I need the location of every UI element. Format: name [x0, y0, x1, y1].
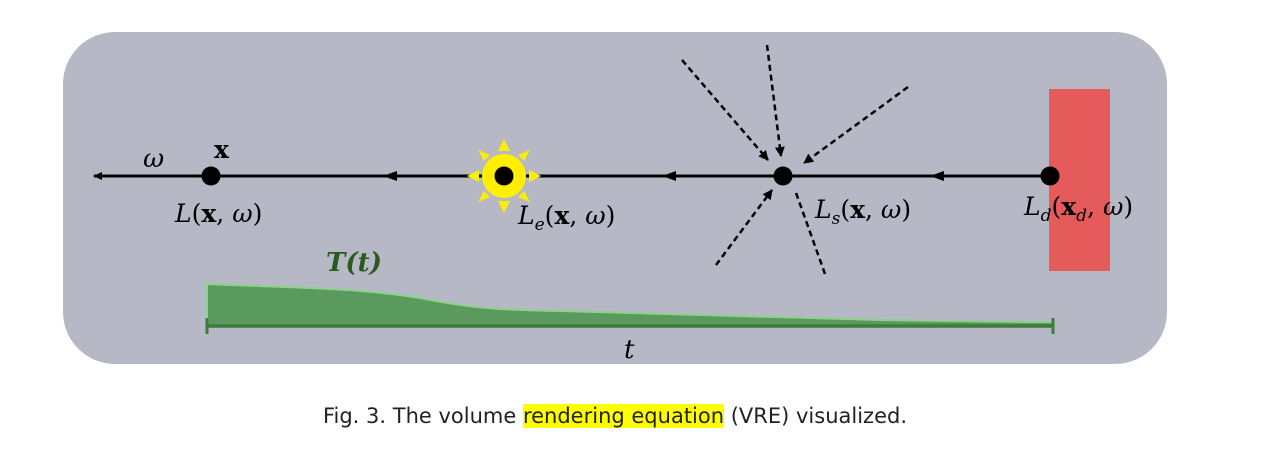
scatter-arrow-in-2: [765, 44, 785, 157]
scatter-arrow-out-1: [714, 189, 774, 266]
caption-prefix: Fig. 3. The volume: [322, 404, 523, 428]
node-label-emission: Le(x, ω): [517, 201, 615, 235]
node-scattering: [773, 166, 793, 186]
transmittance-area: [206, 282, 1054, 327]
point-label: x: [214, 135, 230, 164]
node-camera: [201, 166, 221, 186]
diagram-panel: [63, 32, 1167, 364]
scatter-arrow-out-2: [793, 189, 827, 275]
scatter-arrows: [681, 44, 909, 275]
node-label-surface: Ld(xd, ω): [1023, 192, 1133, 226]
node-emission: [494, 166, 514, 186]
node-label-scattering: Ls(x, ω): [814, 195, 911, 229]
transmittance-label: T(t): [326, 248, 382, 278]
ray-arrow-3: [930, 171, 944, 181]
caption-suffix: (VRE) visualized.: [724, 404, 908, 428]
ray-arrow-2: [662, 171, 676, 181]
time-axis-label: t: [624, 335, 635, 365]
surface-rect: [1049, 89, 1110, 271]
ray-arrow-1: [383, 171, 397, 181]
direction-label: ω: [143, 144, 164, 174]
scatter-arrow-in-3: [803, 85, 909, 165]
caption-highlight: rendering equation: [522, 404, 725, 428]
node-surface: [1040, 166, 1060, 186]
node-label-camera: L(x, ω): [174, 199, 262, 228]
figure-caption: Fig. 3. The volume rendering equation (V…: [0, 404, 1230, 428]
scatter-arrow-in-1: [681, 59, 769, 161]
